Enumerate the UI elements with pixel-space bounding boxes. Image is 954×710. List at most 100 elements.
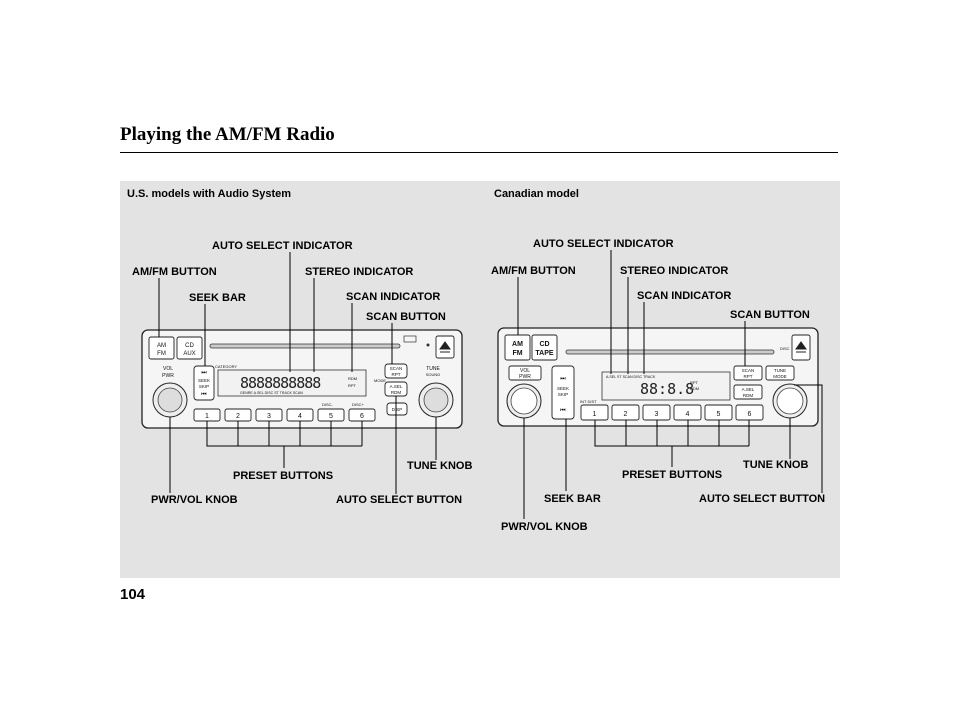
us-am-fm-button[interactable]: AM FM bbox=[148, 336, 175, 360]
ca-label-stereo-indicator: STEREO INDICATOR bbox=[620, 265, 729, 277]
us-preset-3[interactable]: 3 bbox=[255, 408, 283, 422]
ca-label-scan-indicator: SCAN INDICATOR bbox=[637, 290, 732, 302]
svg-text:2: 2 bbox=[236, 413, 240, 420]
ca-pwr-vol-knob[interactable]: VOL PWR bbox=[506, 365, 542, 419]
us-preset-2[interactable]: 2 bbox=[224, 408, 252, 422]
us-tune-knob[interactable]: TUNE SOUND bbox=[418, 366, 454, 418]
svg-text:3: 3 bbox=[267, 413, 271, 420]
ca-preset-buttons: 1 2 3 4 5 6 bbox=[580, 404, 764, 421]
svg-text:RPT: RPT bbox=[392, 372, 401, 377]
svg-text:CD: CD bbox=[539, 341, 549, 348]
ca-cd-slot bbox=[565, 349, 775, 355]
svg-text:CD: CD bbox=[185, 343, 194, 349]
svg-text:SCAN: SCAN bbox=[742, 368, 755, 373]
us-rpt-label: RPT bbox=[348, 383, 357, 388]
ca-preset-6[interactable]: 6 bbox=[735, 404, 764, 421]
us-radio-unit: AM FM CD AUX VOL PWR ⏭ SEEK SKIP bbox=[141, 329, 463, 429]
next-track-icon: ⏭ bbox=[201, 370, 207, 376]
us-rdm-label: RDM bbox=[348, 376, 357, 381]
us-pwr-vol-knob[interactable]: VOL PWR bbox=[152, 366, 188, 418]
us-label-auto-select-indicator: AUTO SELECT INDICATOR bbox=[212, 240, 353, 252]
svg-text:AM: AM bbox=[512, 341, 523, 348]
svg-text:8888888888: 8888888888 bbox=[240, 374, 321, 392]
svg-text:1: 1 bbox=[205, 413, 209, 420]
svg-text:RPT: RPT bbox=[744, 374, 753, 379]
us-scan-button[interactable]: SCAN RPT bbox=[384, 363, 408, 379]
ca-preset-2[interactable]: 2 bbox=[611, 404, 640, 421]
svg-text:SKIP: SKIP bbox=[199, 384, 209, 389]
svg-text:6: 6 bbox=[748, 411, 752, 418]
ca-am-fm-button[interactable]: AM FM bbox=[504, 334, 531, 361]
svg-text:A.SEL: A.SEL bbox=[390, 384, 403, 389]
svg-text:SEEK: SEEK bbox=[557, 386, 569, 391]
svg-text:GENRE A.SEL DISC ST TRACK: GENRE A.SEL DISC ST TRACK SCAN bbox=[240, 391, 303, 395]
ca-label-tune-knob: TUNE KNOB bbox=[743, 459, 809, 471]
us-label-tune-knob: TUNE KNOB bbox=[407, 460, 473, 472]
us-cd-aux-button[interactable]: CD AUX bbox=[176, 336, 203, 360]
us-label-scan-indicator: SCAN INDICATOR bbox=[346, 291, 441, 303]
us-seek-bar[interactable]: ⏭ SEEK SKIP ⏮ bbox=[193, 365, 215, 401]
svg-text:RDM: RDM bbox=[391, 390, 401, 395]
ca-preset-3[interactable]: 3 bbox=[642, 404, 671, 421]
us-disp-button[interactable]: D SP bbox=[386, 402, 408, 416]
us-disc-plus-label: DISC+ bbox=[352, 402, 365, 407]
previous-track-icon: ⏮ bbox=[560, 408, 566, 414]
ca-scan-button[interactable]: SCAN RPT bbox=[733, 365, 763, 381]
ca-label-auto-select-indicator: AUTO SELECT INDICATOR bbox=[533, 238, 674, 250]
eject-icon bbox=[795, 341, 807, 353]
svg-text:5: 5 bbox=[717, 411, 721, 418]
ca-preset-1[interactable]: 1 bbox=[580, 404, 609, 421]
ca-preset-4[interactable]: 4 bbox=[673, 404, 702, 421]
ca-cd-tape-button[interactable]: CD TAPE bbox=[531, 334, 558, 361]
ca-rdm-label: RDM bbox=[690, 386, 699, 391]
ca-label-preset-buttons: PRESET BUTTONS bbox=[622, 469, 723, 481]
ca-label-pwr-vol-knob: PWR/VOL KNOB bbox=[501, 521, 588, 533]
svg-text:5: 5 bbox=[329, 413, 333, 420]
us-eject-button[interactable] bbox=[435, 335, 455, 359]
us-auto-select-button[interactable]: A.SEL RDM bbox=[384, 381, 408, 397]
svg-text:4: 4 bbox=[298, 413, 302, 420]
svg-text:A.SEL ST SCAN DISC TRACK: A.SEL ST SCAN DISC TRACK bbox=[606, 375, 656, 379]
ca-tune-mode-button[interactable]: TUNE MODE bbox=[765, 365, 795, 381]
ca-heading: Canadian model bbox=[494, 188, 579, 200]
page-title: Playing the AM/FM Radio bbox=[120, 124, 335, 145]
svg-text:A.SEL: A.SEL bbox=[742, 387, 755, 392]
svg-text:RDM: RDM bbox=[743, 393, 753, 398]
us-preset-1[interactable]: 1 bbox=[193, 408, 221, 422]
us-label-scan-button: SCAN BUTTON bbox=[366, 311, 446, 323]
us-preset-5[interactable]: 5 bbox=[317, 408, 345, 422]
ca-radio-unit: AM FM CD TAPE DISC VOL PWR ⏭ SEEK SKIP ⏮ bbox=[497, 327, 819, 427]
svg-text:2: 2 bbox=[624, 411, 628, 418]
svg-text:88:8.8: 88:8.8 bbox=[640, 380, 694, 398]
ca-preset-5[interactable]: 5 bbox=[704, 404, 733, 421]
svg-text:PWR: PWR bbox=[519, 374, 531, 380]
svg-text:AUX: AUX bbox=[183, 351, 195, 357]
svg-text:6: 6 bbox=[360, 413, 364, 420]
ca-tune-knob[interactable] bbox=[772, 383, 808, 419]
svg-text:D SP: D SP bbox=[392, 407, 403, 412]
svg-text:FM: FM bbox=[512, 350, 522, 357]
svg-text:AM: AM bbox=[157, 343, 166, 349]
ca-label-seek-bar: SEEK BAR bbox=[544, 493, 601, 505]
svg-text:TUNE: TUNE bbox=[426, 366, 440, 372]
svg-text:3: 3 bbox=[655, 411, 659, 418]
ca-seek-bar[interactable]: ⏭ SEEK SKIP ⏮ bbox=[551, 365, 575, 420]
us-label-am-fm-button: AM/FM BUTTON bbox=[132, 266, 217, 278]
us-disc-indicator-light bbox=[426, 343, 430, 347]
ca-eject-button[interactable] bbox=[791, 334, 811, 361]
us-preset-6[interactable]: 6 bbox=[348, 408, 376, 422]
us-leader-lines bbox=[158, 252, 437, 494]
svg-text:MODE: MODE bbox=[773, 374, 787, 379]
ca-auto-select-button[interactable]: A.SEL RDM bbox=[733, 384, 763, 400]
previous-track-icon: ⏮ bbox=[201, 392, 207, 398]
svg-text:SOUND: SOUND bbox=[426, 372, 441, 377]
svg-text:4: 4 bbox=[686, 411, 690, 418]
ca-label-am-fm-button: AM/FM BUTTON bbox=[491, 265, 576, 277]
us-category-label: CATEGORY bbox=[215, 364, 237, 369]
us-preset-4[interactable]: 4 bbox=[286, 408, 314, 422]
us-label-stereo-indicator: STEREO INDICATOR bbox=[305, 266, 414, 278]
svg-text:TUNE: TUNE bbox=[774, 368, 786, 373]
ca-rpt-label: RPT bbox=[690, 380, 699, 385]
svg-text:VOL: VOL bbox=[163, 366, 173, 372]
